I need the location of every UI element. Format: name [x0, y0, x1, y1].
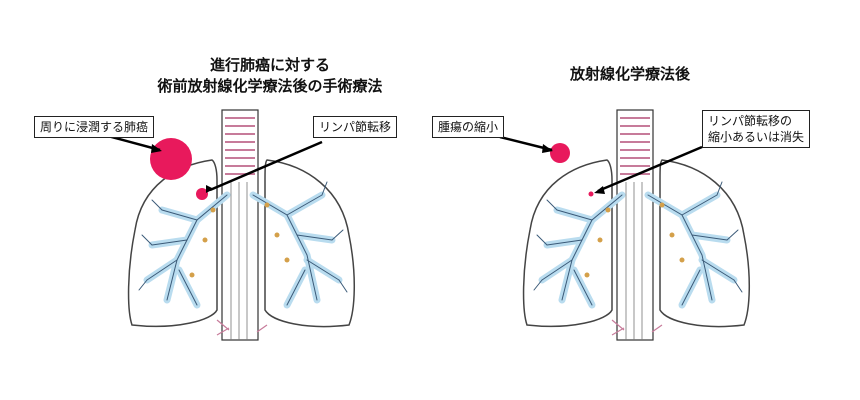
before-lymph-label-text: リンパ節転移 — [319, 120, 392, 134]
after-lymph-marker — [588, 191, 594, 197]
before-lymph-marker — [196, 188, 208, 200]
after-title-text: 放射線化学療法後 — [569, 65, 690, 83]
after-lymph-label-line1: リンパ節転移の — [708, 114, 793, 128]
after-tumor-marker — [550, 143, 570, 163]
after-lymph-label-line2: 縮小あるいは消失 — [708, 130, 805, 144]
after-lymph-arrow — [597, 145, 703, 193]
after-tumor-label: 腫瘍の縮小 — [432, 116, 505, 138]
before-title: 進行肺癌に対する 術前放射線化学療法後の手術療法 — [150, 55, 390, 97]
before-tumor-label: 周りに浸潤する肺癌 — [34, 116, 155, 138]
before-lymph-arrow — [209, 140, 323, 192]
before-tumor-marker — [150, 138, 192, 180]
after-tumor-label-text: 腫瘍の縮小 — [438, 120, 499, 134]
before-tumor-arrow — [107, 134, 161, 152]
before-lymph-label: リンパ節転移 — [313, 116, 398, 138]
after-lymph-label: リンパ節転移の 縮小あるいは消失 — [702, 110, 811, 148]
before-title-line2: 術前放射線化学療法後の手術療法 — [157, 77, 383, 95]
before-title-line1: 進行肺癌に対する — [209, 56, 330, 74]
before-tumor-label-text: 周りに浸潤する肺癌 — [40, 120, 149, 134]
after-title: 放射線化学療法後 — [560, 64, 700, 85]
